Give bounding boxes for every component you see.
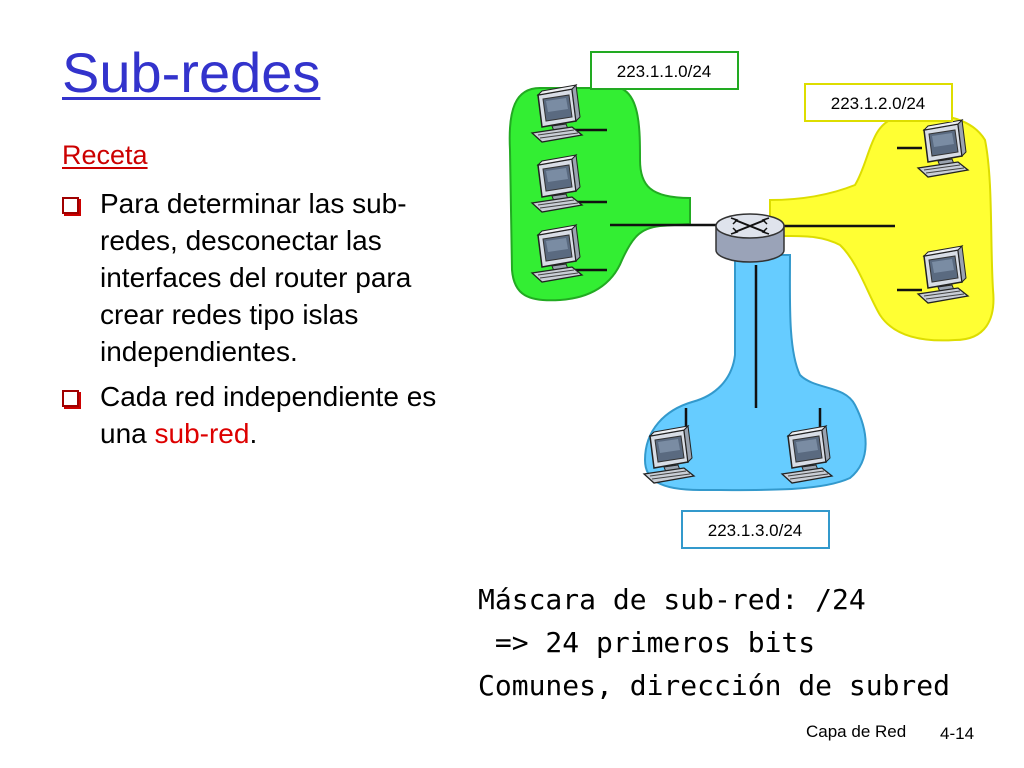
subnet-label-1: 223.1.1.0/24: [590, 51, 739, 90]
footer-page-number: 4-14: [940, 724, 975, 743]
router-icon: [715, 213, 785, 263]
bullet-square-icon: [62, 197, 79, 214]
bullet-item: Para determinar las sub-redes, desconect…: [62, 185, 482, 370]
subnet-mask-note: Máscara de sub-red: /24 => 24 primeros b…: [478, 578, 950, 707]
bullet-highlight: sub-red: [154, 418, 250, 449]
network-links: [573, 128, 922, 438]
footer-section-label: Capa de Red: [806, 722, 907, 741]
svg-text:223.1.2.0/24: 223.1.2.0/24: [831, 94, 926, 113]
bullet-item: Cada red independiente es una sub-red.: [62, 378, 482, 452]
bullet-text: .: [249, 418, 258, 449]
mask-line: Máscara de sub-red: /24: [478, 583, 866, 616]
subnet-area-green: [508, 87, 691, 302]
subnet-label-3: 223.1.3.0/24: [681, 510, 830, 549]
bullet-square-icon: [62, 390, 79, 407]
mask-line: Comunes, dirección de subred: [478, 669, 951, 702]
subnet-label-2: 223.1.2.0/24: [804, 83, 953, 122]
bullet-list: Para determinar las sub-redes, desconect…: [62, 185, 482, 460]
bullet-text: Cada red independiente es una: [100, 381, 437, 449]
bullet-text: Para determinar las sub-redes, desconect…: [100, 188, 412, 367]
mask-line: => 24 primeros bits: [478, 626, 816, 659]
svg-text:223.1.1.0/24: 223.1.1.0/24: [617, 62, 712, 81]
slide-title: Sub-redes: [62, 41, 321, 104]
slide-subtitle: Receta: [62, 140, 148, 170]
svg-text:223.1.3.0/24: 223.1.3.0/24: [708, 521, 803, 540]
